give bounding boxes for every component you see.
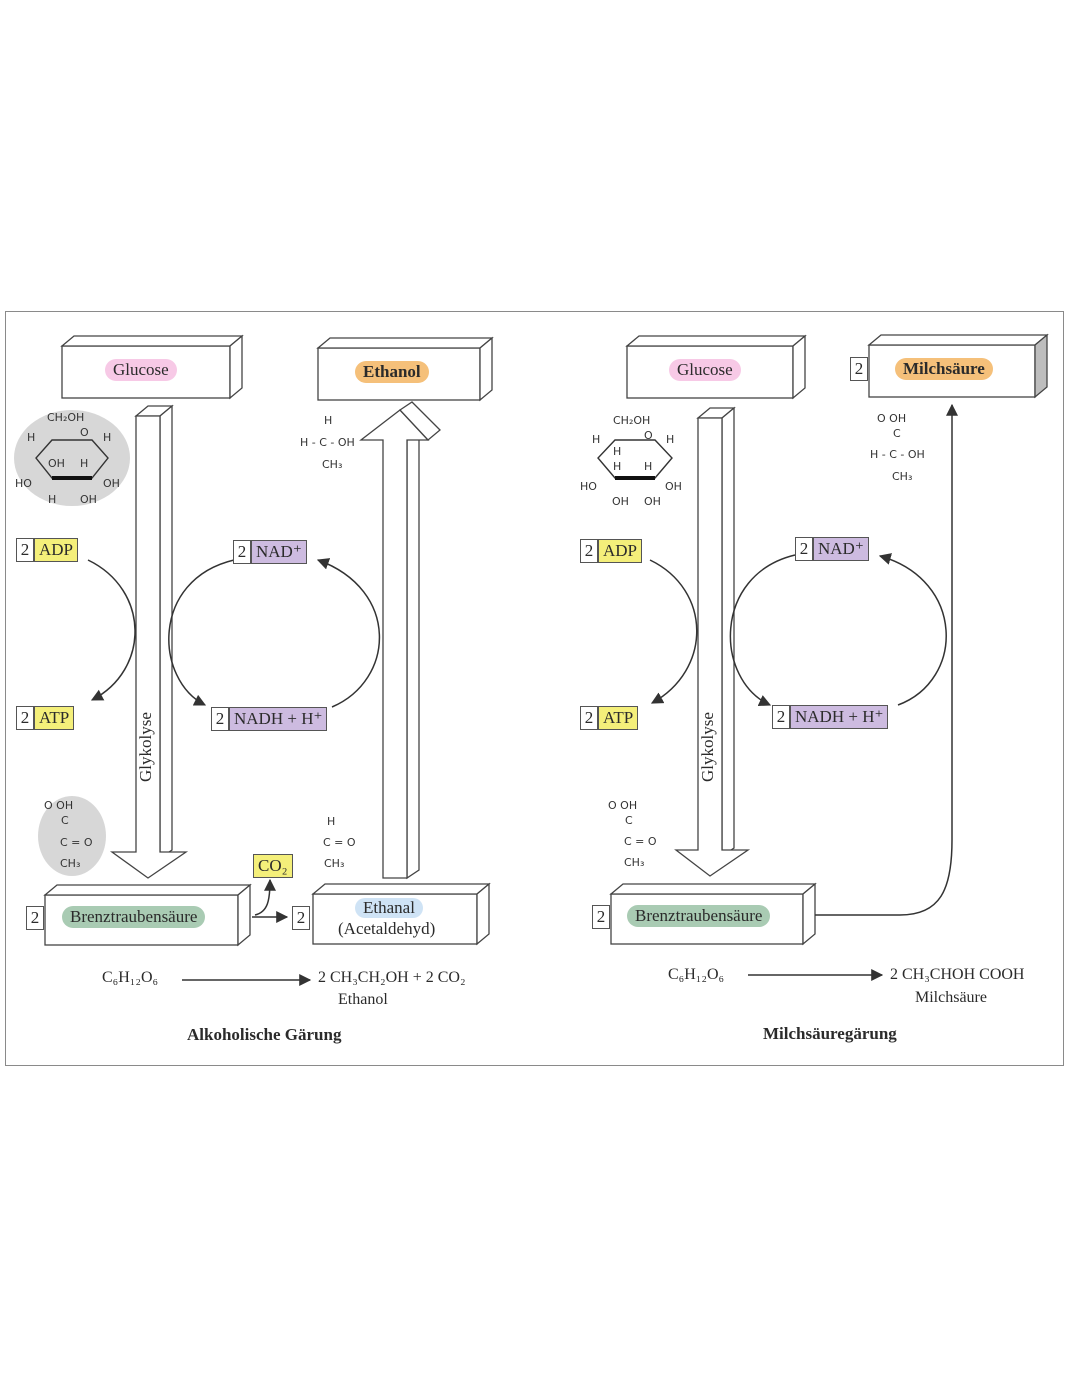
left-nadh-count: 2 [211,707,229,731]
right-pyruvate-count: 2 [592,905,610,929]
right-glucose-o: O [644,429,653,442]
left-glykolyse-arrow [109,404,189,879]
right-glucose-h1: H [592,433,601,446]
right-adp-label: ADP [598,539,643,563]
left-eq-right-sub: Ethanol [338,991,388,1008]
right-eq-left: C₆H₁₂O₆ [668,966,725,983]
left-ethanol-up-arrow [359,401,441,880]
right-glucose-oh2: OH [612,495,629,508]
right-atp-count: 2 [580,706,598,730]
right-glucose-structure [597,439,673,480]
right-adp-atp-arrow [649,559,698,704]
right-glucose-h3: H [613,445,622,458]
right-eq-right-sub: Milchsäure [915,989,987,1006]
left-pyruvate-mid: C = O [60,836,93,849]
left-glucose-h4: H [48,493,57,506]
right-atp-label: ATP [598,706,639,730]
left-glucose-structure [14,410,130,506]
right-pyruvate-label: Brenztraubensäure [627,905,771,927]
left-pyruvate-box [43,883,252,947]
right-caption: Milchsäuregärung [763,1024,897,1043]
left-ethanal-mid: C = O [323,836,356,849]
left-pyruvate-c: C [61,814,69,827]
right-milchsaeure-count: 2 [850,357,868,381]
left-adp-atp-arrow [87,559,136,701]
left-glucose-h3: H [80,457,89,470]
left-glucose-label: Glucose [105,359,177,381]
right-nad-count: 2 [795,537,813,561]
left-co2-arrow [254,878,276,916]
left-eq-left: C₆H₁₂O₆ [102,969,159,986]
left-pyruvate-top: O OH [44,799,74,812]
right-lactate-ch3: CH₃ [892,470,913,483]
right-glykolyse-label: Glykolyse [698,712,717,782]
left-ethanol-label: Ethanol [355,361,429,383]
right-glucose-h2: H [666,433,675,446]
left-glucose-box [60,334,244,400]
left-pyruvate-highlight [38,796,106,876]
left-ethanal-sub: (Acetaldehyd) [338,919,436,938]
right-glucose-oh1: OH [665,480,682,493]
right-nad-to-nadh-arrow [729,554,796,706]
left-ethanol-ch3: CH₃ [322,458,343,471]
right-nad-label: NAD⁺ [813,537,869,561]
left-glykolyse-label: Glykolyse [136,712,155,782]
right-pyruvate-to-lactate-arrow [815,403,958,916]
right-nadh-count: 2 [772,705,790,729]
left-ethanol-h: H [324,414,333,427]
right-lactate-mid: H - C - OH [870,448,925,461]
right-glucose-ch2oh: CH₂OH [613,414,651,427]
left-ethanal-h: H [327,815,336,828]
left-pyruvate-ch3: CH₃ [60,857,81,870]
right-pyruvate-top: O OH [608,799,638,812]
left-adp-count: 2 [16,538,34,562]
right-nadh-to-nad-arrow [878,553,947,706]
left-glucose-h2: H [103,431,112,444]
left-ethanal-ch3: CH₃ [324,857,345,870]
left-nad-count: 2 [233,540,251,564]
right-glucose-h4: H [613,460,622,473]
left-adp-label: ADP [34,538,79,562]
left-glucose-h1: H [27,431,36,444]
right-glucose-h5: H [644,460,653,473]
left-eq-right: 2 CH₃CH₂OH + 2 CO₂ [318,969,466,986]
left-nad-label: NAD⁺ [251,540,307,564]
left-ethanol-mid: H - C - OH [300,436,355,449]
right-pyruvate-mid: C = O [624,835,657,848]
left-atp-count: 2 [16,706,34,730]
right-glucose-oh3: OH [644,495,661,508]
right-pyruvate-ch3: CH₃ [624,856,645,869]
left-glucose-ho: HO [15,477,32,490]
left-glucose-ch2oh: CH₂OH [47,411,85,424]
left-pyruvate-count: 2 [26,906,44,930]
right-nadh-label: NADH + H⁺ [790,705,889,729]
right-lactate-c: C [893,427,901,440]
right-adp-count: 2 [580,539,598,563]
left-ethanal-count: 2 [292,906,310,930]
left-pyruvate-label: Brenztraubensäure [62,906,206,928]
right-glykolyse-arrow [674,406,751,877]
left-nadh-label: NADH + H⁺ [229,707,328,731]
left-co2-label: CO₂ [253,854,293,878]
left-caption: Alkoholische Gärung [187,1025,342,1044]
right-glucose-ho: HO [580,480,597,493]
left-glucose-oh1: OH [48,457,65,470]
left-ethanal-label: Ethanal [355,898,423,918]
right-milchsaeure-label: Milchsäure [895,358,993,380]
right-lactate-top: O OH [877,412,907,425]
left-glucose-o: O [80,426,89,439]
left-glucose-oh3: OH [80,493,97,506]
right-pyruvate-c: C [625,814,633,827]
right-glucose-label: Glucose [669,359,741,381]
left-atp-label: ATP [34,706,75,730]
left-nad-to-nadh-arrow [168,559,235,706]
left-nadh-to-nad-arrow [316,558,381,708]
right-eq-right: 2 CH₃CHOH COOH [890,966,1025,983]
left-glucose-oh2: OH [103,477,120,490]
